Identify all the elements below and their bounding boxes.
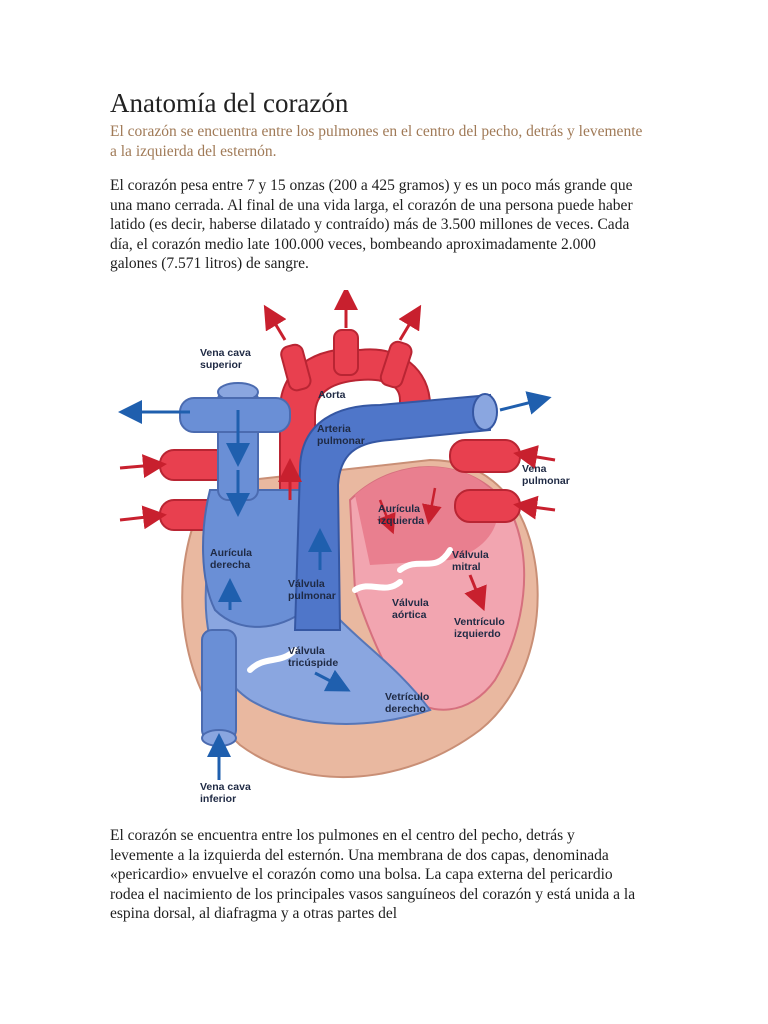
document-page: Anatomía del corazón El corazón se encue… (110, 86, 650, 161)
label-auricula-derecha: Aurícula derecha (210, 547, 255, 571)
vena-cava-inferior-shape (202, 630, 236, 740)
label-ventriculo-derecho: Vetrículo derecho (385, 691, 432, 715)
label-vena-cava-superior: Vena cava superior (200, 347, 254, 371)
page-title: Anatomía del corazón (110, 86, 650, 120)
page-subtitle: El corazón se encuentra entre los pulmon… (110, 122, 650, 161)
label-vena-pulmonar: Vena pulmonar (522, 463, 570, 487)
label-valvula-aortica: Válvula aórtica (392, 597, 432, 621)
heart-anatomy-diagram: Vena cava superior Aorta Arteria pulmona… (100, 290, 600, 815)
paragraph-2: El corazón se encuentra entre los pulmon… (110, 826, 640, 924)
label-auricula-izquierda: Aurícula izquierda (378, 503, 424, 527)
label-vena-cava-inferior: Vena cava inferior (200, 781, 254, 805)
label-ventriculo-izquierdo: Ventrículo izquierdo (454, 616, 508, 640)
label-aorta: Aorta (318, 389, 346, 401)
paragraph-1: El corazón pesa entre 7 y 15 onzas (200 … (110, 176, 640, 274)
